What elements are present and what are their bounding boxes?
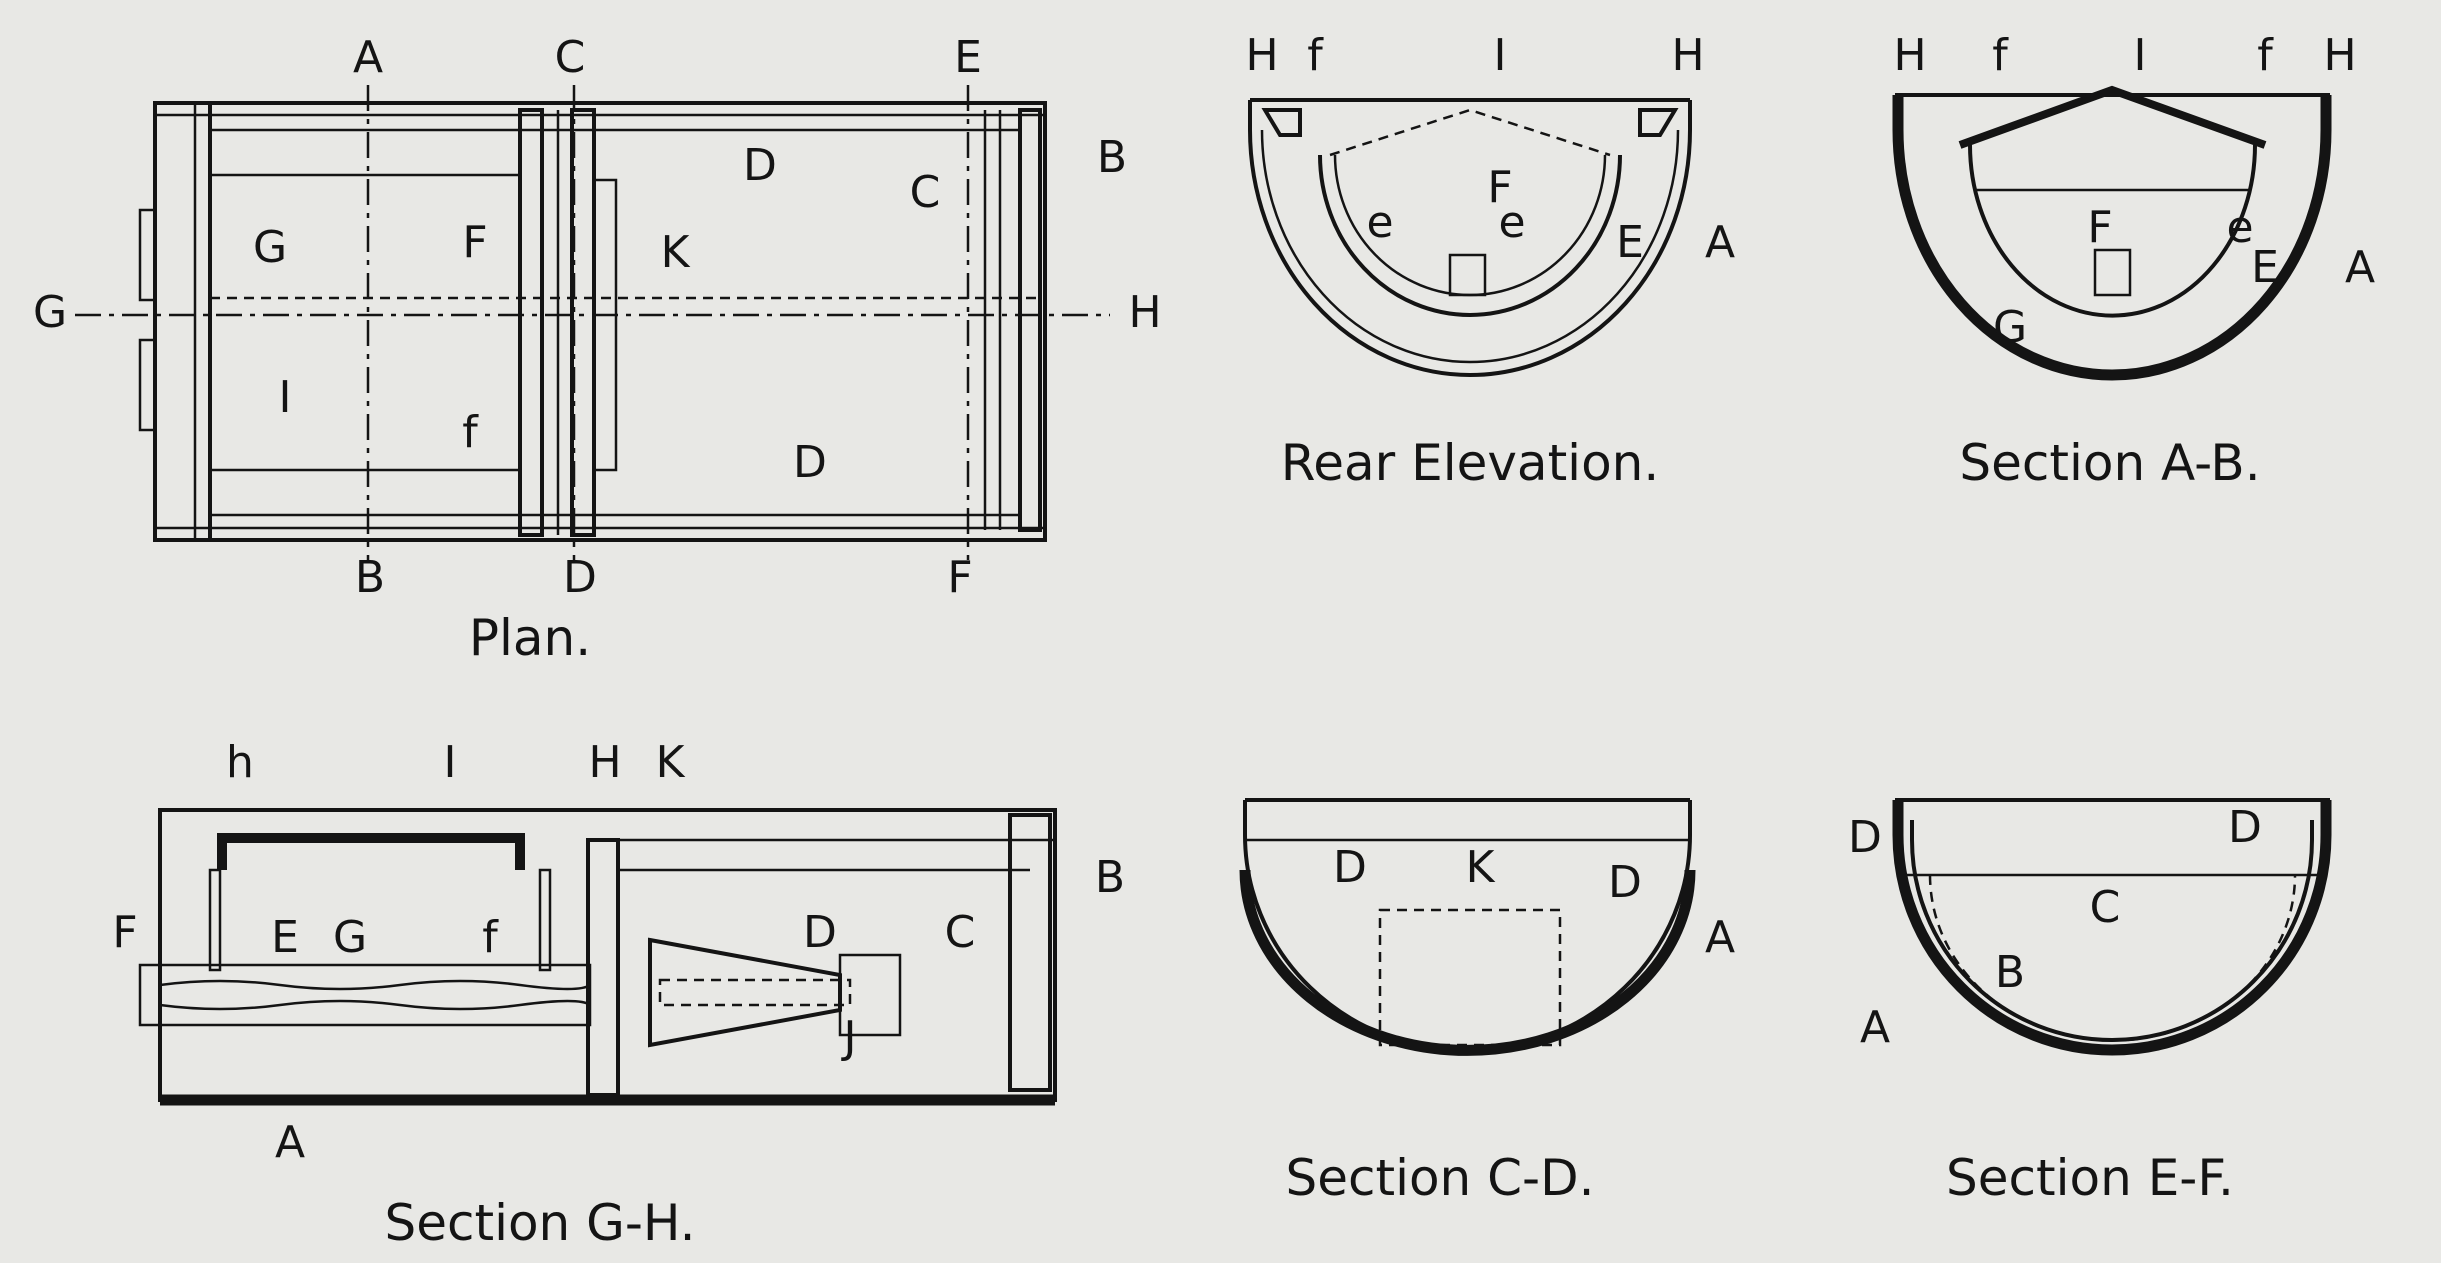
rear-elevation-title: Rear Elevation. (1281, 434, 1660, 492)
label: H (588, 737, 621, 788)
label: h (226, 737, 254, 788)
label: B (1095, 852, 1125, 903)
label: J (841, 1012, 857, 1063)
label: G (33, 287, 67, 338)
label: I (2134, 30, 2147, 81)
section-ef-view (1892, 798, 2332, 1056)
section-ef-title: Section E-F. (1946, 1149, 2234, 1207)
label: f (462, 407, 479, 458)
label: G (253, 222, 287, 273)
label: A (353, 32, 383, 83)
rear-elevation-view (1248, 98, 1692, 377)
label: D (793, 437, 827, 488)
label: f (1307, 30, 1324, 81)
label: C (2090, 882, 2121, 933)
label: B (1097, 132, 1127, 183)
label: F (462, 217, 487, 268)
label: I (1494, 30, 1507, 81)
label: H (2323, 30, 2356, 81)
plan-view (75, 85, 1110, 560)
label: H (1128, 287, 1161, 338)
label: A (275, 1117, 305, 1168)
label: A (1705, 912, 1735, 963)
label: K (661, 227, 691, 278)
section-gh-title: Section G-H. (384, 1194, 695, 1252)
label: e (1366, 197, 1393, 248)
label: C (555, 32, 586, 83)
label: F (1487, 162, 1512, 213)
section-ab-title: Section A-B. (1959, 434, 2260, 492)
label: D (1848, 812, 1882, 863)
label: C (910, 167, 941, 218)
label: C (945, 907, 976, 958)
label: D (743, 140, 777, 191)
label: E (1616, 217, 1644, 268)
label: B (355, 552, 385, 603)
label: f (2257, 30, 2274, 81)
label: e (1498, 197, 1525, 248)
label: B (1995, 947, 2025, 998)
label: E (271, 912, 299, 963)
label: G (1993, 302, 2027, 353)
label: H (1893, 30, 1926, 81)
section-cd-view (1239, 798, 1696, 1056)
label: H (1671, 30, 1704, 81)
label: e (2226, 202, 2253, 253)
label: K (1466, 842, 1496, 893)
label: K (656, 737, 686, 788)
label: f (1992, 30, 2009, 81)
label: f (482, 912, 499, 963)
label: F (112, 907, 137, 958)
label: I (279, 372, 292, 423)
label: D (563, 552, 597, 603)
section-ab-view (1892, 85, 2332, 381)
label: D (2228, 802, 2262, 853)
section-gh-view (138, 808, 1057, 1106)
label: A (1860, 1002, 1890, 1053)
label: D (1608, 857, 1642, 908)
section-cd-title: Section C-D. (1285, 1149, 1594, 1207)
plan-title: Plan. (469, 609, 591, 667)
label: E (954, 32, 982, 83)
label: D (803, 907, 837, 958)
label: I (444, 737, 457, 788)
label: F (947, 552, 972, 603)
label: A (2345, 242, 2375, 293)
label: F (2087, 202, 2112, 253)
label: E (2251, 242, 2279, 293)
label: A (1705, 217, 1735, 268)
label: H (1245, 30, 1278, 81)
label: D (1333, 842, 1367, 893)
label: G (333, 912, 367, 963)
